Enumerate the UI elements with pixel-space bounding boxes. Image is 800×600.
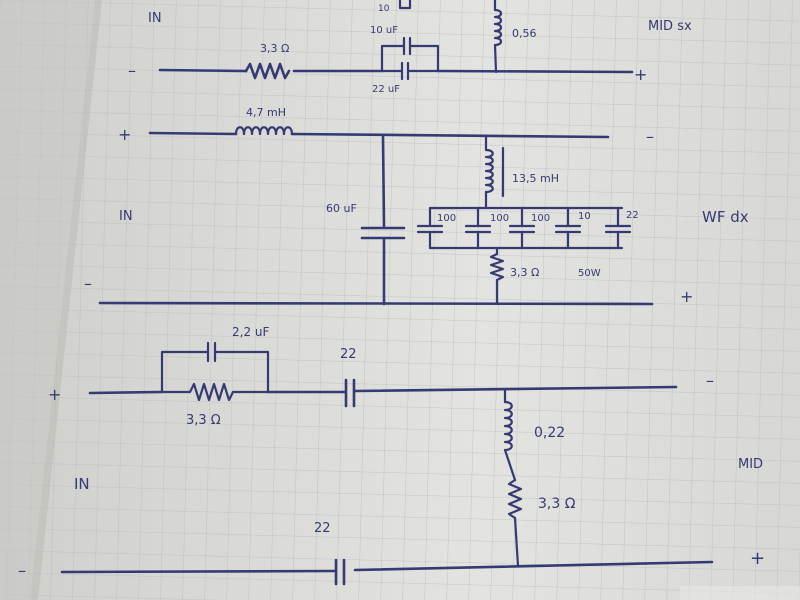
paper-corner [680,586,800,600]
label-cap-2: 100 [490,213,509,224]
resistor-3-3-wf [489,252,505,282]
wire-r-mid-bottom [513,516,520,568]
wire-c22uf-left [160,350,210,394]
label-minus-wf-left: – [84,274,92,293]
label-cap-3: 100 [531,213,550,224]
label-wf-dx: WF dx [702,208,749,226]
label-minus-mid-left: – [18,561,26,580]
label-l1-wf: 4,7 mH [246,106,286,119]
label-l-top: 0,56 [512,27,537,40]
label-in-top: IN [148,11,162,26]
inductor-4-7mh [234,126,294,136]
cap-bank-cap-4 [554,206,582,250]
capacitor-22uf [380,61,440,81]
wire-wf-top-right [290,132,610,139]
wire-mid-bottom-left [60,569,336,574]
label-r-wf: 3,3 Ω [510,266,539,279]
wire-c22uf-right [213,350,270,394]
label-cap-5: 22 [626,210,639,221]
label-c2-mid: 22 [340,347,357,362]
cap-bank-cap-1 [416,206,444,250]
label-r1-mid: 3,3 Ω [186,413,221,428]
wire-top-left [158,68,248,73]
cap-bank-cap-2 [464,206,492,250]
page-fold [0,0,95,600]
capacitor-60uf [360,226,406,240]
section-mid: + – IN – + MID 2,2 uF 3,3 Ω 22 0,22 3,3 … [18,325,765,586]
label-r2-mid: 3,3 Ω [538,496,576,512]
wire-mid-top-right [353,385,678,393]
label-plus-top: + [634,65,647,84]
cap-bank [416,206,632,250]
label-r-top: 3,3 Ω [260,42,289,55]
inductor-13-5mh [484,148,494,194]
wire-mid-bottom-right [353,560,714,572]
label-mid: MID [738,457,763,472]
label-cap-4: 10 [578,211,591,222]
wire-wf-top-left [148,131,238,136]
wire-top-right [436,69,634,74]
label-c3-mid: 22 [314,521,331,536]
cut-component-top [398,0,412,10]
label-mid-sx: MID sx [648,19,692,34]
label-plus-wf-right: + [680,287,693,306]
label-c2-top: 22 uF [372,84,400,95]
wire-wf-bottom [98,301,654,306]
label-c-wf: 60 uF [326,202,357,215]
section-wf-dx: + – IN – + WF dx 4,7 mH 60 uF 13,5 mH 10… [84,106,749,306]
label-cap-1: 100 [437,213,456,224]
label-in-wf: IN [119,209,133,224]
label-cut-top: 10 [378,4,390,14]
label-l-mid: 0,22 [534,425,565,441]
resistor-top [244,62,291,80]
label-plus-wf: + [118,125,131,144]
label-w-wf: 50W [578,268,601,279]
wire-l-to-r-mid [503,448,517,482]
resistor-3-3-mid-top [160,382,270,402]
cap-bank-cap-3 [508,206,536,250]
label-c1-top: 10 uF [370,25,398,36]
section-mid-sx: IN – + MID sx 3,3 Ω 10 uF 22 uF 10 0,56 [128,0,692,95]
label-plus-mid: + [48,385,61,404]
label-c1-mid: 2,2 uF [232,325,270,339]
capacitor-22-mid-bottom [334,558,346,586]
page-edge [30,0,102,600]
cap-branch-right [408,44,440,73]
inductor-top-lower [493,43,498,74]
cap-branch-left [380,44,406,73]
label-minus-top: – [128,61,136,80]
capacitor-22-mid [344,378,356,408]
inductor-0-22 [503,400,513,452]
wire-mid-left [88,390,164,395]
cap-bank-cap-5 [604,206,632,250]
label-minus-mid-right: – [706,371,714,390]
inductor-top [493,8,503,47]
label-l2-wf: 13,5 mH [512,172,559,185]
label-plus-mid-right: + [750,548,765,569]
cap-bank-rails [428,206,624,250]
label-in-mid: IN [74,475,90,493]
resistor-3-3-mid-bottom [507,478,523,520]
wire-cap60-top [381,135,386,228]
label-minus-wf-right: – [646,127,654,146]
